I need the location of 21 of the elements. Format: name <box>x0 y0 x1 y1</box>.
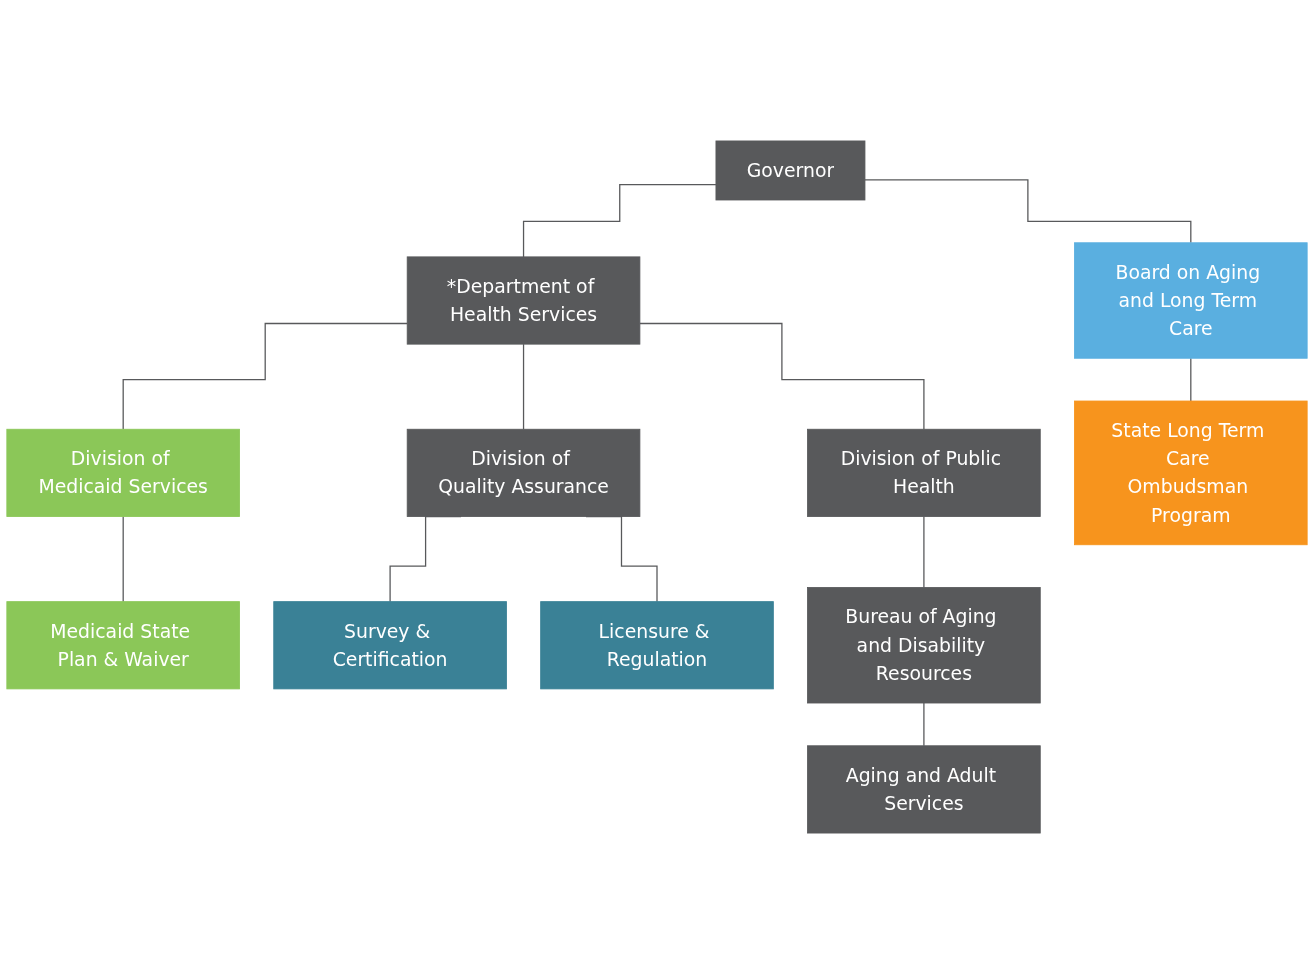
connector <box>864 179 1192 244</box>
node-box: Licensure & Regulation <box>540 601 774 690</box>
connector <box>122 322 408 430</box>
connector <box>122 515 124 603</box>
node-box: Bureau of Aging and Disability Resources <box>807 587 1041 704</box>
node-box: Division of Public Health <box>807 428 1041 517</box>
connector <box>1190 357 1192 402</box>
node-box: *Department of Health Services <box>406 256 641 345</box>
connector <box>639 322 925 430</box>
node-box: State Long Term Care Ombudsman Program <box>1074 400 1308 546</box>
node-box: Survey & Certification <box>273 601 507 690</box>
node-box: Division of Medicaid Services <box>6 428 240 517</box>
node-box: Division of Quality Assurance <box>406 428 641 517</box>
node-box: Medicaid State Plan & Waiver <box>6 601 240 690</box>
connector <box>923 515 925 589</box>
connector <box>923 702 925 747</box>
connector <box>522 343 525 430</box>
node-box: Aging and Adult Services <box>807 745 1041 834</box>
node-box: Governor <box>715 140 866 201</box>
node-box: Board on Aging and Long Term Care <box>1074 242 1308 359</box>
connector <box>522 184 717 258</box>
